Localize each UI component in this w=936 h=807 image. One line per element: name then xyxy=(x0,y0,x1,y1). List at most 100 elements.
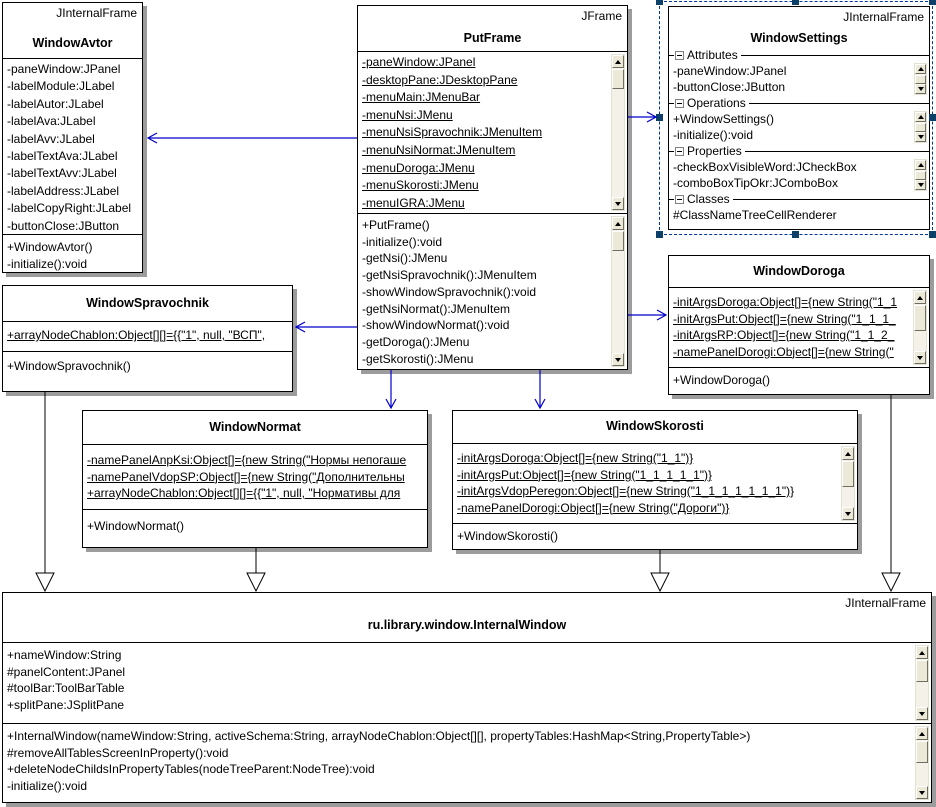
scroll-thumb[interactable] xyxy=(915,75,926,84)
member-row[interactable]: +WindowSpravochnik() xyxy=(7,359,131,373)
member-row[interactable]: -buttonClose:JButton xyxy=(673,80,786,94)
member-row[interactable]: -labelTextAvv:JLabel xyxy=(7,166,117,181)
member-row[interactable]: -initArgsRP:Object[]={new String("1_1_2_ xyxy=(673,328,895,342)
member-row[interactable]: -paneWindow:JPanel xyxy=(362,55,476,69)
member-row[interactable]: -paneWindow:JPanel xyxy=(7,62,121,76)
member-row[interactable]: -labelAddress:JLabel xyxy=(7,183,120,198)
member-row[interactable]: +WindowAvtor() xyxy=(7,240,93,254)
class-box-windownormat[interactable]: WindowNormat -namePanelAnpKsi:Object[]={… xyxy=(82,410,428,548)
scroll-down-button[interactable] xyxy=(842,507,854,520)
member-row[interactable]: -initialize():void xyxy=(7,778,88,793)
member-row[interactable]: -showWindowSpravochnik():void xyxy=(362,284,537,299)
member-row[interactable]: -getDoroga():JMenu xyxy=(362,334,470,349)
scrollbar[interactable] xyxy=(841,446,855,521)
member-row[interactable]: #panelContent:JPanel xyxy=(7,664,126,679)
selection-handle-bottom-middle[interactable] xyxy=(792,231,799,238)
member-row[interactable]: -getNsiNormat():JMenuItem xyxy=(362,301,511,316)
scroll-up-button[interactable] xyxy=(915,160,926,170)
selection-handle-bottom-right[interactable] xyxy=(929,231,936,238)
member-row[interactable]: +WindowDoroga() xyxy=(673,373,771,387)
generalization-windowdoroga-to-internalwindow[interactable] xyxy=(881,395,901,593)
member-row[interactable]: +splitPane:JSplitPane xyxy=(7,697,125,712)
member-row[interactable]: -initArgsVdopPeregon:Object[]={new Strin… xyxy=(457,484,795,498)
scrollbar[interactable] xyxy=(915,645,929,721)
selection-handle-bottom-left[interactable] xyxy=(656,231,663,238)
scroll-thumb[interactable] xyxy=(915,123,926,132)
scroll-thumb[interactable] xyxy=(916,741,928,763)
member-row[interactable]: +PutFrame() xyxy=(362,218,430,232)
member-row[interactable]: +nameWindow:String xyxy=(7,648,122,662)
class-box-internalwindow[interactable]: JInternalFrame ru.library.window.Interna… xyxy=(2,592,932,803)
member-row[interactable]: -initArgsPut:Object[]={new String("1_1_1… xyxy=(673,311,896,326)
member-row[interactable]: -getNsi():JMenu xyxy=(362,251,448,266)
scroll-up-button[interactable] xyxy=(916,727,928,740)
selection-handle-top-left[interactable] xyxy=(656,0,663,5)
member-row[interactable]: -checkBoxVisibleWord:JCheckBox xyxy=(673,160,857,174)
dependency-putframe-to-windowavtor[interactable] xyxy=(146,132,357,144)
scrollbar[interactable] xyxy=(913,290,927,365)
member-row[interactable]: -menuNsiNormat:JMenuItem xyxy=(362,142,516,157)
scroll-down-button[interactable] xyxy=(915,132,926,142)
member-row[interactable]: -menuNsi:JMenu xyxy=(362,107,453,122)
member-row[interactable]: -menuMain:JMenuBar xyxy=(362,90,481,105)
member-row[interactable]: -initialize():void xyxy=(7,257,88,271)
class-box-windowskorosti[interactable]: WindowSkorosti -initArgsDoroga:Object[]=… xyxy=(452,410,858,550)
scrollbar[interactable] xyxy=(914,63,927,95)
collapse-icon[interactable] xyxy=(675,98,684,108)
scroll-up-button[interactable] xyxy=(914,291,926,304)
member-row[interactable]: -menuDoroga:JMenu xyxy=(362,160,475,175)
scrollbar[interactable] xyxy=(611,216,625,367)
class-box-windowspravochnik[interactable]: WindowSpravochnik +arrayNodeChablon:Obje… xyxy=(2,285,293,392)
scroll-up-button[interactable] xyxy=(915,112,926,122)
member-row[interactable]: -initArgsDoroga:Object[]={new String("1_… xyxy=(673,295,898,309)
generalization-windownormat-to-internalwindow[interactable] xyxy=(246,548,266,593)
scroll-down-button[interactable] xyxy=(612,353,624,366)
member-row[interactable]: -initArgsDoroga:Object[]={new String("1_… xyxy=(457,451,694,465)
selection-handle-middle-right[interactable] xyxy=(929,114,936,121)
member-row[interactable]: -buttonClose:JButton xyxy=(7,218,120,233)
scroll-down-button[interactable] xyxy=(914,351,926,364)
member-row[interactable]: -getNsiSpravochnik():JMenuItem xyxy=(362,268,537,283)
member-row[interactable]: -paneWindow:JPanel xyxy=(673,64,787,78)
member-row[interactable]: -labelTextAva:JLabel xyxy=(7,149,118,164)
collapse-icon[interactable] xyxy=(675,50,684,60)
scroll-up-button[interactable] xyxy=(842,447,854,460)
member-row[interactable]: +arrayNodeChablon:Object[][]={{"1", null… xyxy=(7,328,266,342)
member-row[interactable]: -labelAvv:JLabel xyxy=(7,131,95,146)
member-row[interactable]: -labelAutor:JLabel xyxy=(7,96,104,111)
member-row[interactable]: #ClassNameTreeCellRenderer xyxy=(673,208,837,222)
member-row[interactable]: -labelModule:JLabel xyxy=(7,79,115,94)
member-row[interactable]: +WindowSkorosti() xyxy=(457,529,559,543)
member-row[interactable]: -menuNsiSpravochnik:JMenuItem xyxy=(362,125,543,140)
scrollbar[interactable] xyxy=(611,54,625,211)
scroll-down-button[interactable] xyxy=(915,84,926,94)
generalization-windowskorosti-to-internalwindow[interactable] xyxy=(650,550,670,593)
member-row[interactable]: +WindowNormat() xyxy=(87,519,185,533)
member-row[interactable]: #removeAllTablesScreenInProperty():void xyxy=(7,745,229,760)
dependency-putframe-to-windowspravochnik[interactable] xyxy=(294,321,357,333)
class-box-putframe[interactable]: JFrame PutFrame -paneWindow:JPanel-deskt… xyxy=(357,5,628,370)
scroll-up-button[interactable] xyxy=(612,55,624,68)
member-row[interactable]: +InternalWindow(nameWindow:String, activ… xyxy=(7,729,751,743)
member-row[interactable]: -initialize():void xyxy=(362,234,443,249)
member-row[interactable]: -namePanelDorogi:Object[]={new String("Д… xyxy=(457,500,730,515)
member-row[interactable]: #toolBar:ToolBarTable xyxy=(7,681,125,695)
scroll-up-button[interactable] xyxy=(612,217,624,230)
member-row[interactable]: -initialize():void xyxy=(673,128,754,142)
scroll-down-button[interactable] xyxy=(916,707,928,720)
member-row[interactable]: -labelCopyRight:JLabel xyxy=(7,201,132,216)
scroll-down-button[interactable] xyxy=(612,197,624,210)
class-box-windowdoroga[interactable]: WindowDoroga -initArgsDoroga:Object[]={n… xyxy=(668,255,930,395)
scrollbar[interactable] xyxy=(914,111,927,143)
member-row[interactable]: -menuSkorosti:JMenu xyxy=(362,178,479,193)
member-row[interactable]: -showWindowNormat():void xyxy=(362,318,510,333)
class-box-windowavtor[interactable]: JInternalFrame WindowAvtor -paneWindow:J… xyxy=(2,2,143,273)
member-row[interactable]: -labelAva:JLabel xyxy=(7,114,96,129)
member-row[interactable]: -desktopPane:JDesktopPane xyxy=(362,72,518,87)
member-row[interactable]: +WindowSettings() xyxy=(673,112,775,126)
dependency-putframe-to-windowsettings[interactable] xyxy=(628,111,658,123)
member-row[interactable]: +deleteNodeChildsInPropertyTables(nodeTr… xyxy=(7,762,375,776)
dependency-putframe-to-windownormat[interactable] xyxy=(385,370,397,410)
selection-handle-top-right[interactable] xyxy=(929,0,936,5)
member-row[interactable]: -namePanelVdopSP:Object[]={new String("Д… xyxy=(87,469,405,484)
